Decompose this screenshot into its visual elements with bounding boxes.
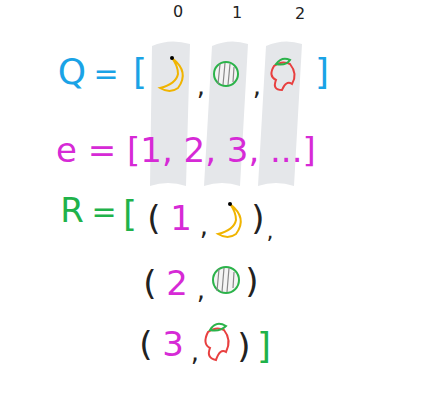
sketch-text: Q — [58, 54, 86, 90]
sketch-text: 2 — [295, 6, 305, 22]
sketch-text: e = [1, 2, 3, ...] — [56, 133, 316, 167]
sketch-text: ] — [315, 54, 329, 90]
sketch-text: 1 — [232, 5, 242, 21]
melon-icon — [213, 267, 239, 293]
sketch-text: 3 — [162, 327, 184, 361]
sketch-text: 2 — [166, 266, 188, 300]
strawberry-icon — [271, 59, 294, 90]
sketch-text: ) — [237, 329, 250, 363]
strawberry-icon — [205, 324, 228, 360]
melon-icon — [214, 62, 238, 86]
sketch-text: ) — [245, 264, 258, 298]
sketch-text: [ — [123, 196, 137, 232]
sketch-text: ) — [251, 201, 264, 235]
sketch-text: = — [93, 59, 118, 89]
sketch-text: R — [60, 193, 84, 227]
sketch-text: 1 — [170, 201, 192, 235]
sketch-text: ( — [139, 327, 152, 361]
sketch-text: = — [91, 197, 116, 227]
sketch-text: [ — [133, 54, 147, 90]
sketch-text: , — [197, 277, 205, 303]
sketch-text: , — [197, 73, 205, 99]
sketch-text: 0 — [173, 4, 183, 20]
sketch-text: ] — [257, 328, 271, 364]
sketch-text: , — [200, 213, 208, 239]
sketch-text: ( — [143, 266, 156, 300]
sketch-text: ( — [147, 201, 160, 235]
sketch-text: , — [267, 221, 274, 243]
sketch-text: , — [191, 339, 199, 365]
banana-icon — [218, 202, 241, 237]
sketch-text: , — [253, 73, 261, 99]
banana-icon — [160, 56, 183, 91]
